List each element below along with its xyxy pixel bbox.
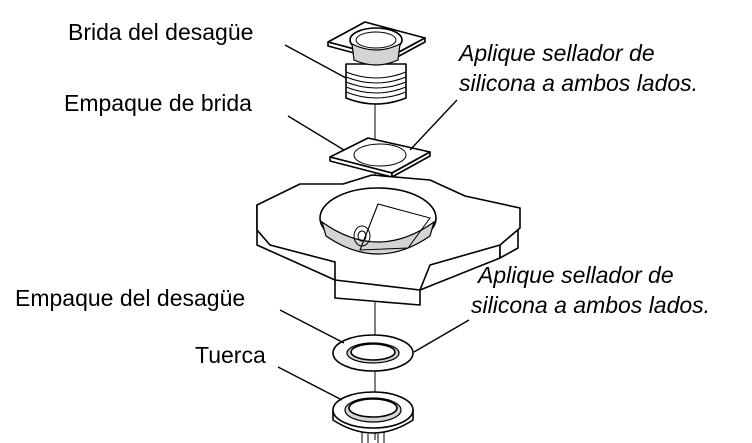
leader-sealant-lower	[413, 319, 470, 353]
label-drain-flange: Brida del desagüe	[68, 19, 253, 45]
note-sealant-upper-line1: Aplique sellador de	[457, 40, 655, 66]
leader-nut	[277, 366, 343, 401]
nut-part	[332, 391, 414, 443]
label-nut: Tuerca	[195, 342, 266, 368]
leader-flange-gasket	[287, 115, 345, 151]
shower-base-part	[256, 174, 521, 306]
leader-drain-gasket	[279, 309, 345, 344]
flange-gasket-part	[329, 137, 431, 178]
note-sealant-lower-line1: Aplique sellador de	[476, 262, 674, 288]
leader-drain-flange	[284, 44, 347, 79]
note-sealant-upper-line2: silicona a ambos lados.	[459, 70, 698, 96]
leader-sealant-upper	[409, 99, 458, 151]
drain-gasket-part	[332, 334, 414, 372]
label-flange-gasket: Empaque de brida	[64, 90, 252, 116]
label-drain-gasket: Empaque del desagüe	[15, 285, 245, 311]
drain-flange-part	[327, 21, 426, 105]
note-sealant-lower-line2: silicona a ambos lados.	[471, 292, 710, 318]
